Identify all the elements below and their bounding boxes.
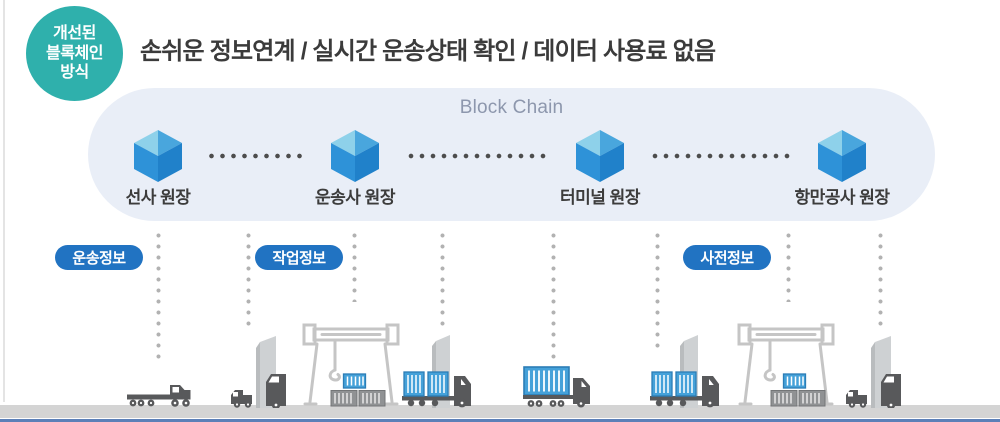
container-stack-icon	[770, 373, 826, 407]
cube-icon	[818, 130, 866, 182]
page-title: 손쉬운 정보연계 / 실시간 운송상태 확인 / 데이터 사용료 없음	[140, 38, 716, 65]
ground-strip	[0, 405, 1000, 418]
dotted-drop-line	[156, 230, 161, 364]
badge-line: 방식	[60, 64, 89, 82]
dotted-drop-line	[878, 230, 883, 328]
gantry-crane-icon	[302, 323, 400, 406]
dotted-connector	[406, 153, 548, 159]
left-edge-divider	[3, 0, 5, 402]
tag-advance-info: 사전정보	[683, 245, 771, 270]
gate-truck-icon	[231, 336, 286, 408]
dotted-connector	[650, 153, 792, 159]
flatbed-truck-icon	[127, 385, 191, 407]
dotted-drop-line	[440, 230, 445, 332]
ledger-label-shipping-line: 선사 원장	[125, 188, 191, 207]
tag-transport-info: 운송정보	[55, 245, 143, 270]
dotted-drop-line	[246, 230, 251, 330]
badge-line: 개선된	[53, 25, 96, 43]
dotted-drop-line	[655, 230, 660, 348]
frame-truck-icon	[402, 335, 471, 408]
dotted-drop-line	[352, 230, 357, 302]
tag-work-info: 작업정보	[255, 245, 343, 270]
dotted-drop-line	[551, 230, 556, 360]
ledger-label-port-authority: 항만공사 원장	[794, 188, 890, 207]
cube-icon	[134, 130, 182, 182]
gantry-crane-icon	[737, 323, 835, 406]
ledger-label-terminal: 터미널 원장	[560, 188, 640, 207]
cube-icon	[576, 130, 624, 182]
gate-truck-icon	[846, 336, 901, 408]
container-truck-icon	[523, 366, 590, 408]
frame-truck-icon	[650, 335, 719, 408]
blockchain-panel-title: Block Chain	[459, 97, 564, 118]
improved-blockchain-badge: 개선된 블록체인 방식	[26, 6, 123, 101]
dotted-drop-line	[786, 230, 791, 302]
badge-line: 블록체인	[46, 44, 103, 62]
container-stack-icon	[330, 373, 386, 407]
ledger-label-carrier: 운송사 원장	[315, 188, 395, 207]
bottom-accent-bar	[0, 419, 1000, 422]
cube-icon	[331, 130, 379, 182]
dotted-connector	[207, 153, 304, 159]
